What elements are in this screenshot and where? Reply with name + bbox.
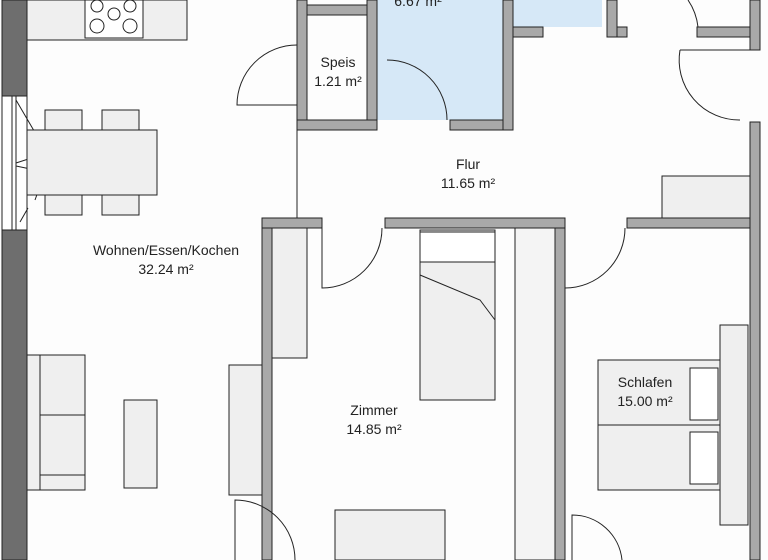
- room-name: Zimmer: [350, 402, 398, 418]
- zimmer-bed: [334, 229, 496, 560]
- room-label-schlafen: Schlafen 15.00 m²: [617, 373, 672, 411]
- room-area: 32.24 m²: [138, 261, 194, 277]
- window-left: [1, 95, 48, 231]
- room-label-wohnen: Wohnen/Essen/Kochen 32.24 m²: [93, 241, 239, 279]
- bathroom-area: [377, 0, 602, 120]
- room-label-speis: Speis 1.21 m²: [314, 53, 361, 91]
- doors: [234, 0, 750, 560]
- outer-wall-left: [1, 0, 28, 560]
- interior-walls: [261, 0, 761, 560]
- sofa: [26, 354, 263, 496]
- cabinets: [271, 175, 751, 526]
- schlafen-bed: [597, 359, 721, 491]
- room-name: Wohnen/Essen/Kochen: [92, 242, 240, 258]
- dining-table: [26, 109, 158, 216]
- room-area: 14.85 m²: [346, 421, 402, 437]
- room-name: Flur: [455, 156, 481, 172]
- room-label-zimmer: Zimmer 14.85 m²: [346, 401, 401, 439]
- room-name: Schlafen: [617, 374, 673, 390]
- room-area: 11.65 m²: [440, 175, 496, 191]
- room-area: 1.21 m²: [314, 73, 362, 89]
- room-label-bath: 6.67 m²: [394, 0, 441, 11]
- room-area: 6.67 m²: [394, 0, 442, 9]
- room-area: 15.00 m²: [617, 393, 673, 409]
- room-label-flur: Flur 11.65 m²: [441, 155, 495, 193]
- room-name: Speis: [320, 54, 356, 70]
- kitchen-counter: [26, 0, 188, 41]
